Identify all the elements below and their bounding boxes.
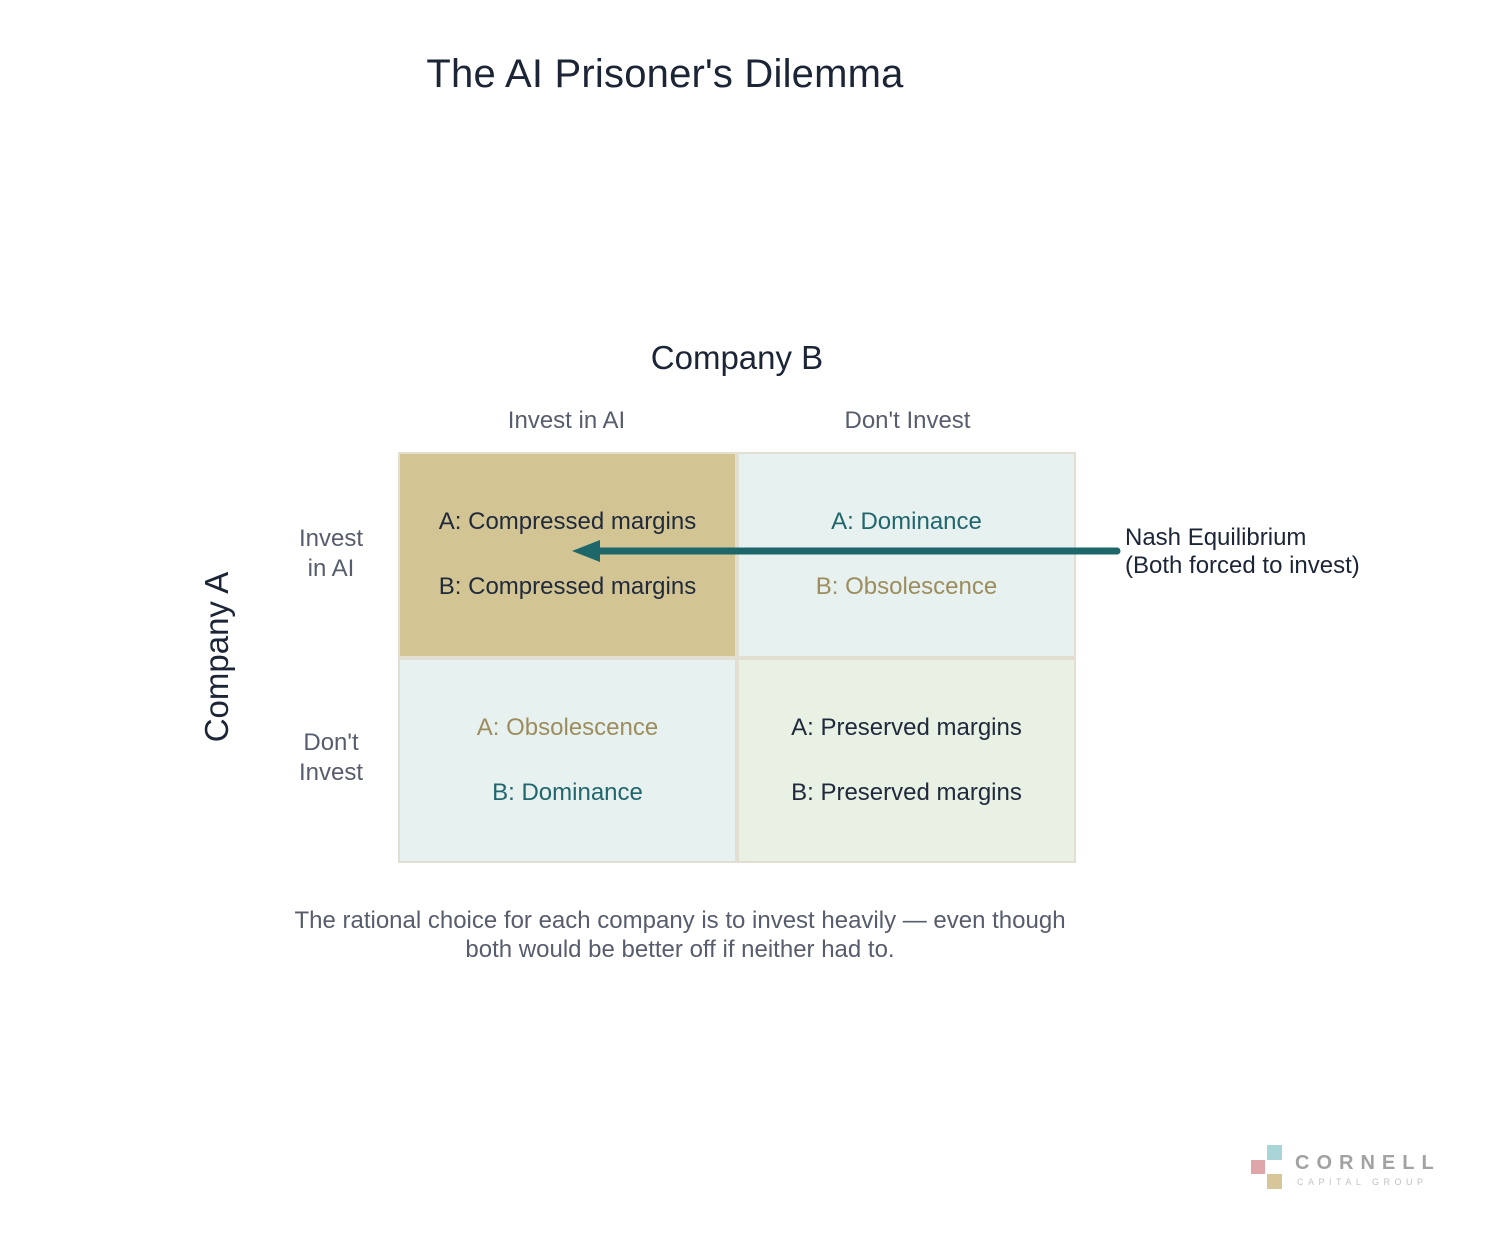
matrix-cell-both-invest: A: Compressed margins B: Compressed marg… xyxy=(400,454,735,656)
row-header-line: Invest xyxy=(298,525,364,552)
matrix-cell-b-invests-only: A: Obsolescence B: Dominance xyxy=(400,659,735,861)
logo-pink-square-icon xyxy=(1251,1160,1265,1174)
cornell-capital-group-logo: CORNELL CAPITAL GROUP xyxy=(1251,1144,1461,1204)
payoff-a-text: A: Preserved margins xyxy=(791,713,1022,741)
bottom-caption: The rational choice for each company is … xyxy=(200,906,1160,964)
row-header-dont-invest: Don't Invest xyxy=(246,728,416,788)
column-header-dont-invest: Don't Invest xyxy=(844,407,971,434)
nash-equilibrium-arrow-icon xyxy=(572,540,1121,562)
payoff-a-text: A: Compressed margins xyxy=(438,508,697,536)
matrix-cell-neither-invests: A: Preserved margins B: Preserved margin… xyxy=(739,659,1074,861)
payoff-b-text: B: Dominance xyxy=(492,778,643,806)
row-header-invest: Invest in AI xyxy=(246,524,416,584)
matrix-cell-a-invests-only: A: Dominance B: Obsolescence xyxy=(739,454,1074,656)
payoff-a-text: A: Dominance xyxy=(831,508,982,536)
logo-wordmark: CORNELL xyxy=(1295,1152,1441,1174)
company-a-axis-label: Company A xyxy=(198,571,235,743)
caption-line: both would be better off if neither had … xyxy=(465,936,895,963)
nash-annotation-line: (Both forced to invest) xyxy=(1125,552,1360,579)
payoff-b-text: B: Preserved margins xyxy=(791,778,1022,806)
logo-subtitle: CAPITAL GROUP xyxy=(1297,1177,1428,1187)
row-header-line: in AI xyxy=(307,555,355,582)
row-header-line: Don't xyxy=(303,729,359,756)
caption-line: The rational choice for each company is … xyxy=(294,907,1066,934)
page-title: The AI Prisoner's Dilemma xyxy=(426,52,904,96)
nash-annotation-line: Nash Equilibrium xyxy=(1125,524,1307,551)
payoff-b-text: B: Obsolescence xyxy=(815,573,998,601)
payoff-matrix: A: Compressed margins B: Compressed marg… xyxy=(398,452,1076,863)
column-header-invest: Invest in AI xyxy=(507,407,626,434)
logo-blue-square-icon xyxy=(1267,1145,1282,1160)
row-header-line: Invest xyxy=(298,759,364,786)
nash-equilibrium-annotation: Nash Equilibrium (Both forced to invest) xyxy=(1125,524,1360,580)
payoff-a-text: A: Obsolescence xyxy=(476,713,659,741)
payoff-b-text: B: Compressed margins xyxy=(438,573,697,601)
logo-tan-square-icon xyxy=(1267,1174,1282,1189)
company-b-axis-label: Company B xyxy=(650,339,824,376)
